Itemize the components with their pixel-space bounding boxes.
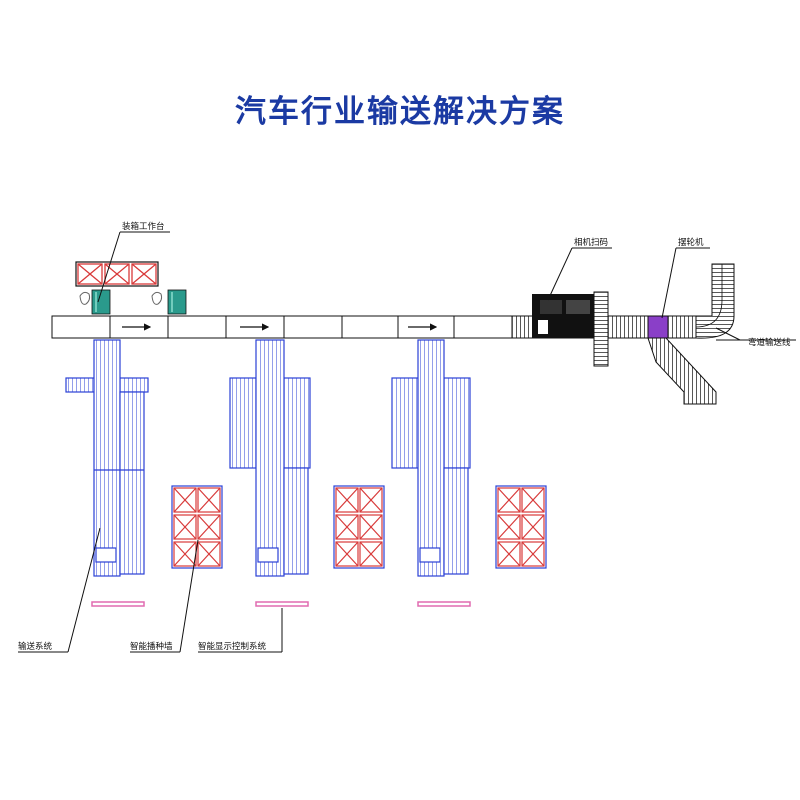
workstation-2 — [151, 289, 187, 315]
label-swing-wheel: 摆轮机 — [678, 237, 704, 248]
main-conveyor — [51, 315, 513, 339]
display-bars — [91, 601, 471, 607]
label-curve-conveyor: 弯道输送线 — [748, 337, 791, 348]
sorting-wall-3 — [495, 485, 547, 569]
label-packing-station: 装箱工作台 — [122, 221, 165, 232]
curved-conveyor — [695, 263, 735, 339]
branch-conveyor-1 — [65, 339, 149, 577]
sorting-wall-2 — [333, 485, 385, 569]
label-camera-scan: 相机扫码 — [574, 237, 608, 248]
label-conveyor-system: 输送系统 — [18, 641, 53, 652]
sorting-wall-1 — [171, 485, 223, 569]
workstation-1 — [79, 289, 111, 315]
branch-conveyor-3 — [391, 339, 471, 577]
page-title: 汽车行业输送解决方案 — [235, 94, 565, 130]
leader-lines — [18, 231, 796, 653]
label-smart-sorting-wall: 智能播种墙 — [130, 641, 173, 652]
label-smart-display-control: 智能显示控制系统 — [198, 641, 267, 652]
packing-grid — [75, 261, 159, 287]
camera-scanner — [511, 291, 653, 367]
branch-conveyor-2 — [229, 339, 311, 577]
swing-wheel-sorter — [647, 315, 717, 405]
